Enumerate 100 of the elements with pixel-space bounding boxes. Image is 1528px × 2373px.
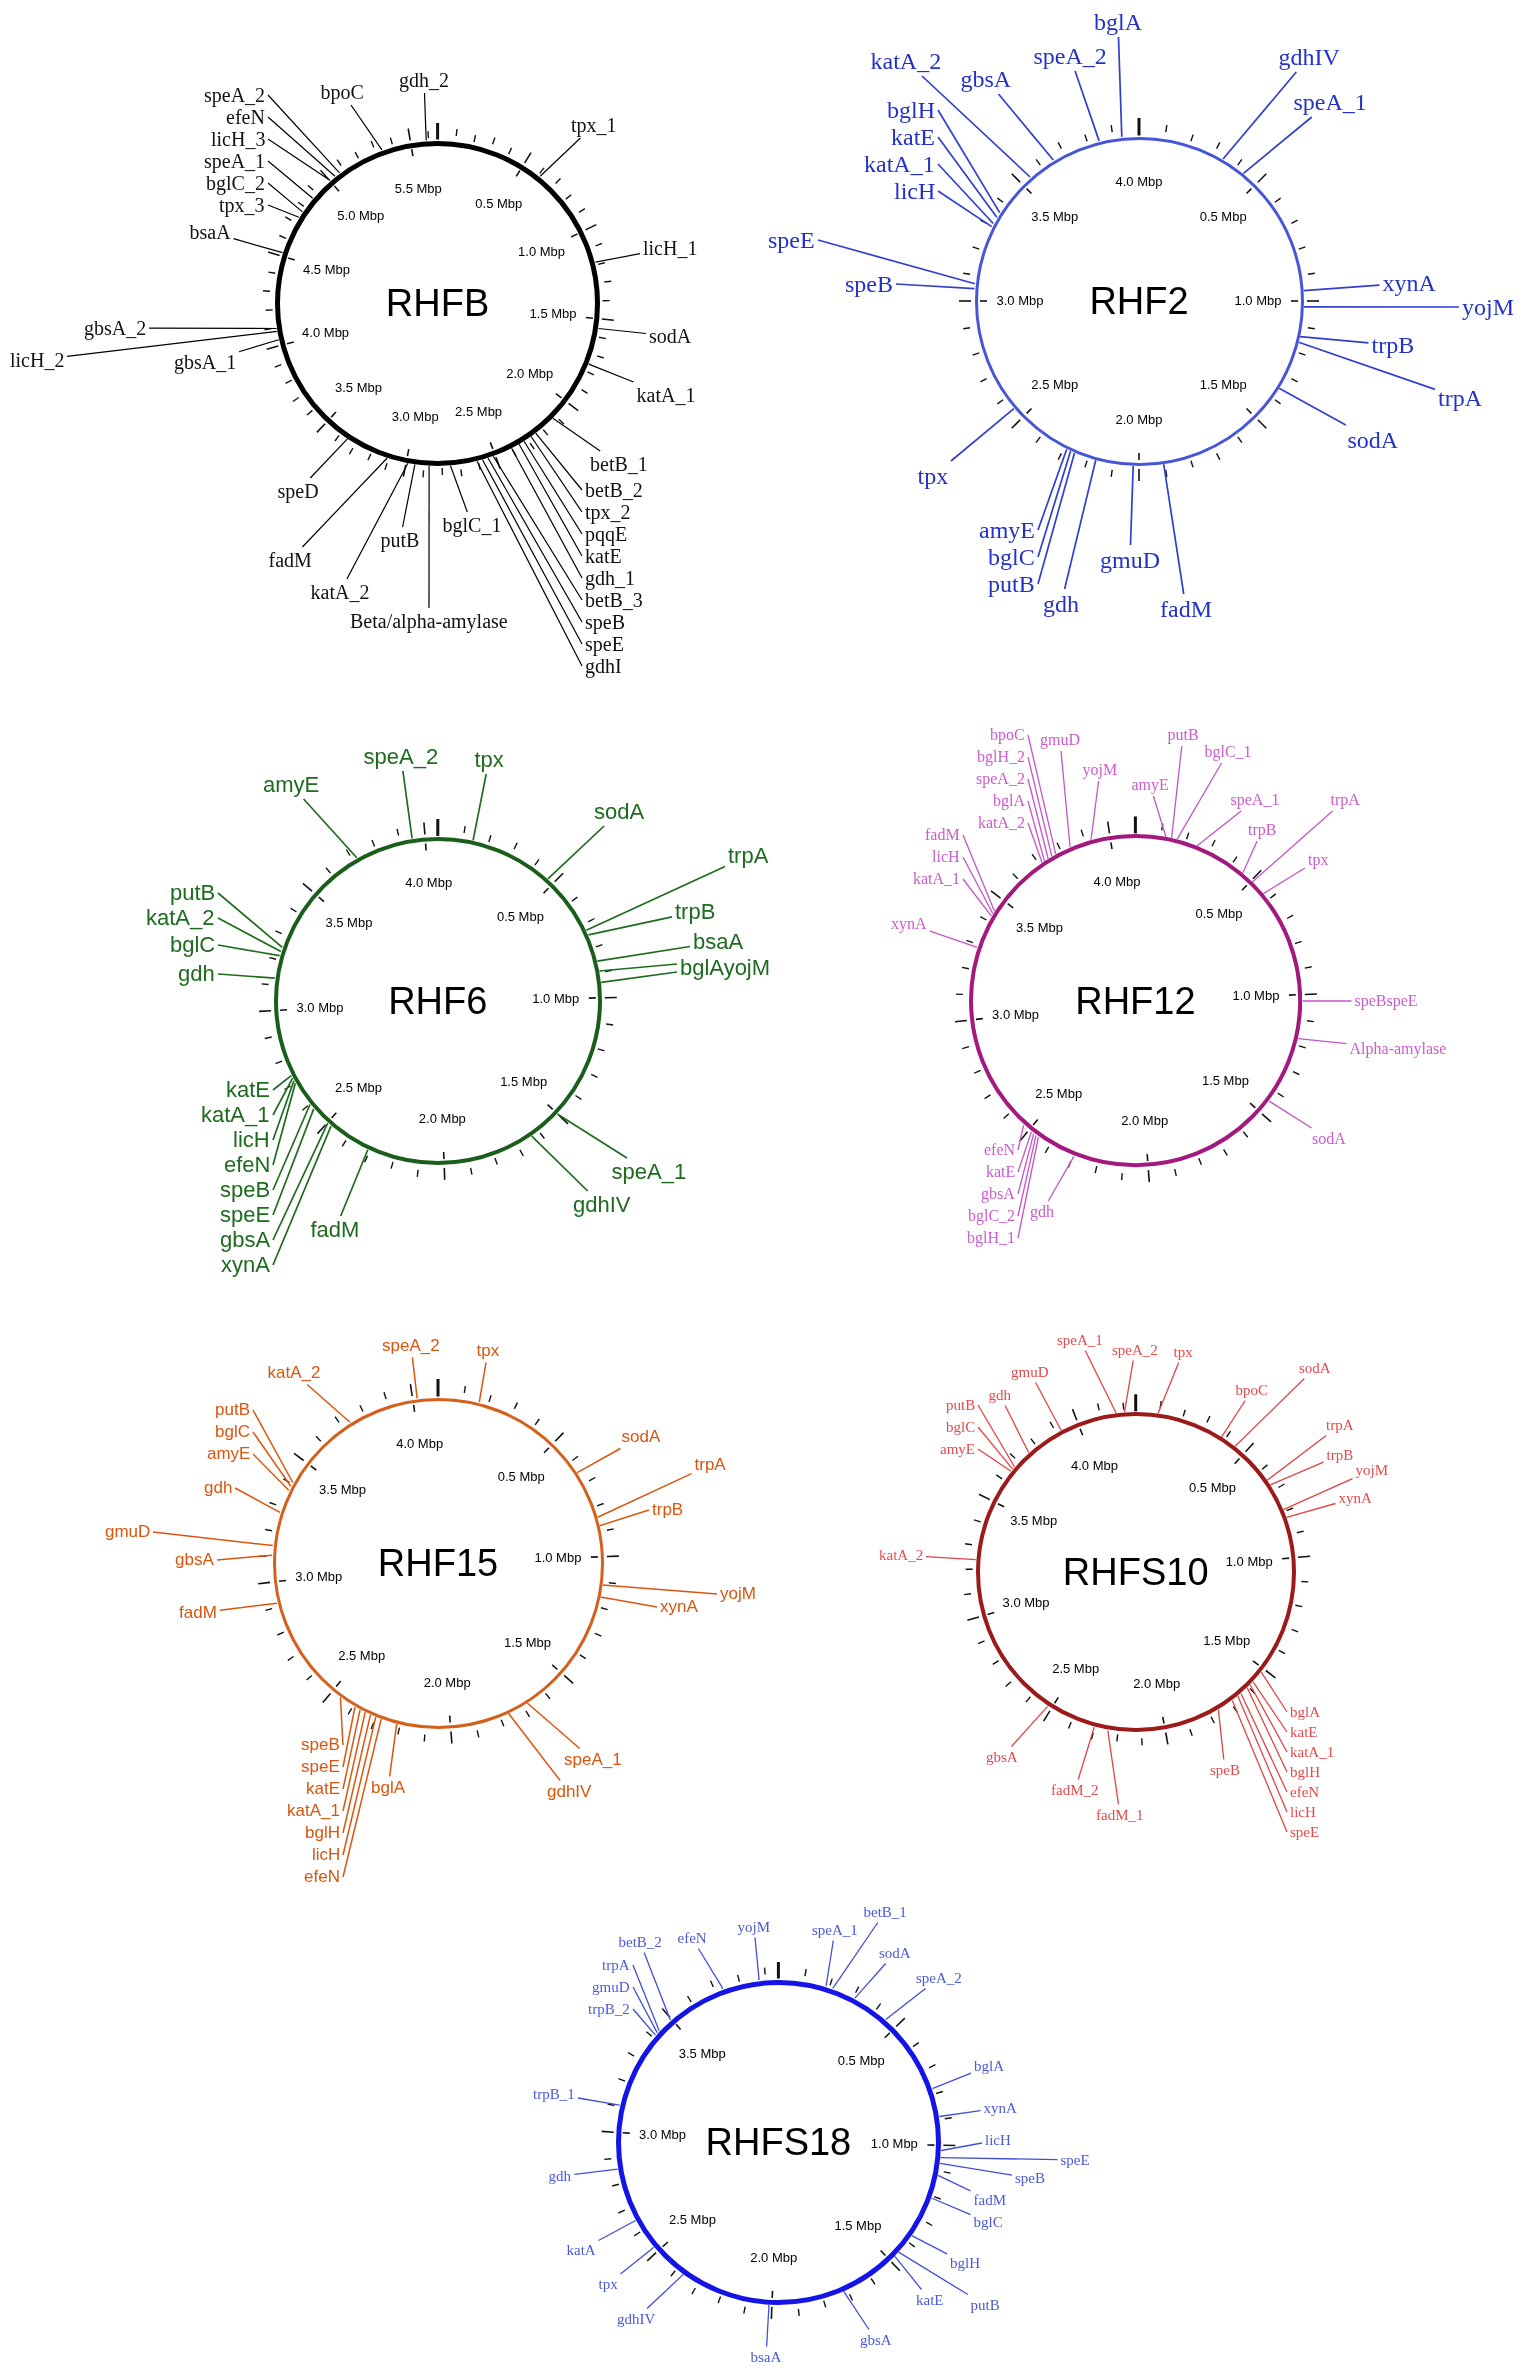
gene-label: bglC (946, 1418, 976, 1435)
scale-label: 4.5 Mbp (303, 262, 350, 277)
gene-label: efeN (1290, 1783, 1320, 1800)
leader-line (1047, 1155, 1075, 1202)
gene-label: gdhIV (1278, 44, 1340, 71)
leader-line (1084, 1349, 1117, 1414)
leader-line (252, 1453, 290, 1491)
leader-line (556, 1113, 628, 1159)
leader-line (530, 1135, 589, 1192)
gene-label: bglH_1 (967, 1229, 1015, 1247)
leader-line (825, 1939, 834, 1987)
leader-line (588, 363, 635, 383)
leader-line (937, 2174, 972, 2192)
scale-label: 1.0 Mbp (1225, 1554, 1273, 1569)
scale-label: 2.5 Mbp (668, 2212, 716, 2227)
gene-label: fadM (268, 549, 312, 571)
gene-label: trpA (1438, 385, 1482, 412)
gene-label: bsaA (189, 221, 231, 243)
leader-line (267, 138, 331, 181)
leader-line (1237, 1695, 1288, 1813)
gene-label: katA_1 (1290, 1743, 1335, 1760)
gene-label: katA_2 (310, 581, 370, 603)
gene-label: katA_2 (978, 814, 1026, 832)
leader-line (342, 1708, 361, 1790)
gene-label: trpB (1371, 332, 1415, 359)
gene-label: licH (985, 2131, 1011, 2148)
leader-line (267, 116, 336, 177)
leader-line (931, 2072, 972, 2090)
leader-line (962, 834, 996, 912)
leader-line (643, 1951, 672, 2021)
scale-label: 2.0 Mbp (418, 1111, 466, 1127)
leader-line (895, 283, 976, 290)
leader-line (962, 856, 994, 915)
gene-label: gdhIV (573, 1193, 631, 1218)
gene-label: gbsA (860, 2331, 892, 2348)
leader-line (1249, 1684, 1288, 1753)
gene-label: Alpha-amylase (1349, 1040, 1447, 1058)
gene-label: betB_2 (618, 1933, 662, 1950)
scale-label: 2.5 Mbp (1035, 1086, 1083, 1102)
leader-line (632, 1986, 658, 2034)
gene-label: katA_1 (636, 384, 696, 406)
gene-label: tpx (917, 463, 949, 490)
leader-line (216, 1554, 273, 1561)
scale-label: 0.5 Mbp (1199, 209, 1247, 224)
scale-label: 2.5 Mbp (335, 1081, 382, 1096)
scale-label: 0.5 Mbp (1195, 906, 1243, 922)
scale-label: 0.5 Mbp (497, 1469, 545, 1484)
leader-line (596, 945, 691, 963)
scale-label: 4.0 Mbp (1115, 174, 1163, 190)
gene-label: speA_1 (812, 1921, 858, 1938)
leader-line (252, 1431, 292, 1488)
gene-label: katA (566, 2241, 596, 2258)
gene-label: licH (1290, 1803, 1316, 1820)
leader-line (339, 1148, 369, 1217)
scale-label: 4.0 Mbp (1093, 874, 1141, 889)
leader-line (929, 930, 978, 949)
leader-line (1176, 762, 1223, 840)
scale-label: 0.5 Mbp (496, 909, 544, 924)
gene-label: bglH (305, 1823, 340, 1843)
leader-line (217, 944, 281, 957)
gene-label: licH_3 (211, 128, 266, 150)
gene-label: speB (1210, 1761, 1240, 1778)
leader-line (272, 1122, 329, 1241)
gene-label: katA_1 (864, 151, 935, 178)
leader-line (217, 892, 284, 949)
scale-label: 1.5 Mbp (834, 2219, 882, 2234)
leader-line (518, 443, 583, 557)
leader-line (930, 2197, 972, 2216)
gene-label: trpA (694, 1455, 726, 1475)
leader-line (977, 1404, 1016, 1468)
gene-label: katA_1 (913, 870, 961, 888)
leader-line (1221, 1399, 1246, 1438)
scale-label: 1.5 Mbp (1201, 1074, 1249, 1089)
gene-label: katA_1 (201, 1103, 270, 1128)
leader-line (1303, 305, 1460, 308)
scale-label: 1.0 Mbp (1234, 293, 1282, 309)
gene-label: gdh (1043, 591, 1079, 618)
leader-line (597, 2219, 637, 2242)
gene-label: licH (233, 1128, 270, 1153)
gene-label: speB (301, 1735, 340, 1755)
leader-line (950, 407, 1015, 462)
leader-line (1060, 750, 1071, 848)
gene-label: speE (585, 633, 624, 655)
gene-label: bglH (887, 97, 935, 124)
gene-label: speA_1 (564, 1750, 622, 1770)
gene-label: speE (220, 1203, 271, 1228)
gene-label: tpx_1 (571, 114, 617, 136)
scale-label: 4.0 Mbp (1071, 1458, 1118, 1474)
leader-line (492, 455, 583, 601)
leader-line (1246, 1687, 1288, 1773)
gene-label: betB_3 (585, 589, 643, 611)
gene-label: putB (946, 1396, 976, 1413)
leader-line (1299, 335, 1370, 344)
gene-label: katE (1290, 1723, 1318, 1740)
leader-line (350, 104, 383, 151)
gene-label: speD (277, 480, 319, 502)
scale-label: 2.0 Mbp (1121, 1114, 1169, 1129)
scale-label: 2.0 Mbp (1133, 1677, 1181, 1692)
leader-line (547, 825, 605, 880)
leader-line (428, 465, 430, 609)
